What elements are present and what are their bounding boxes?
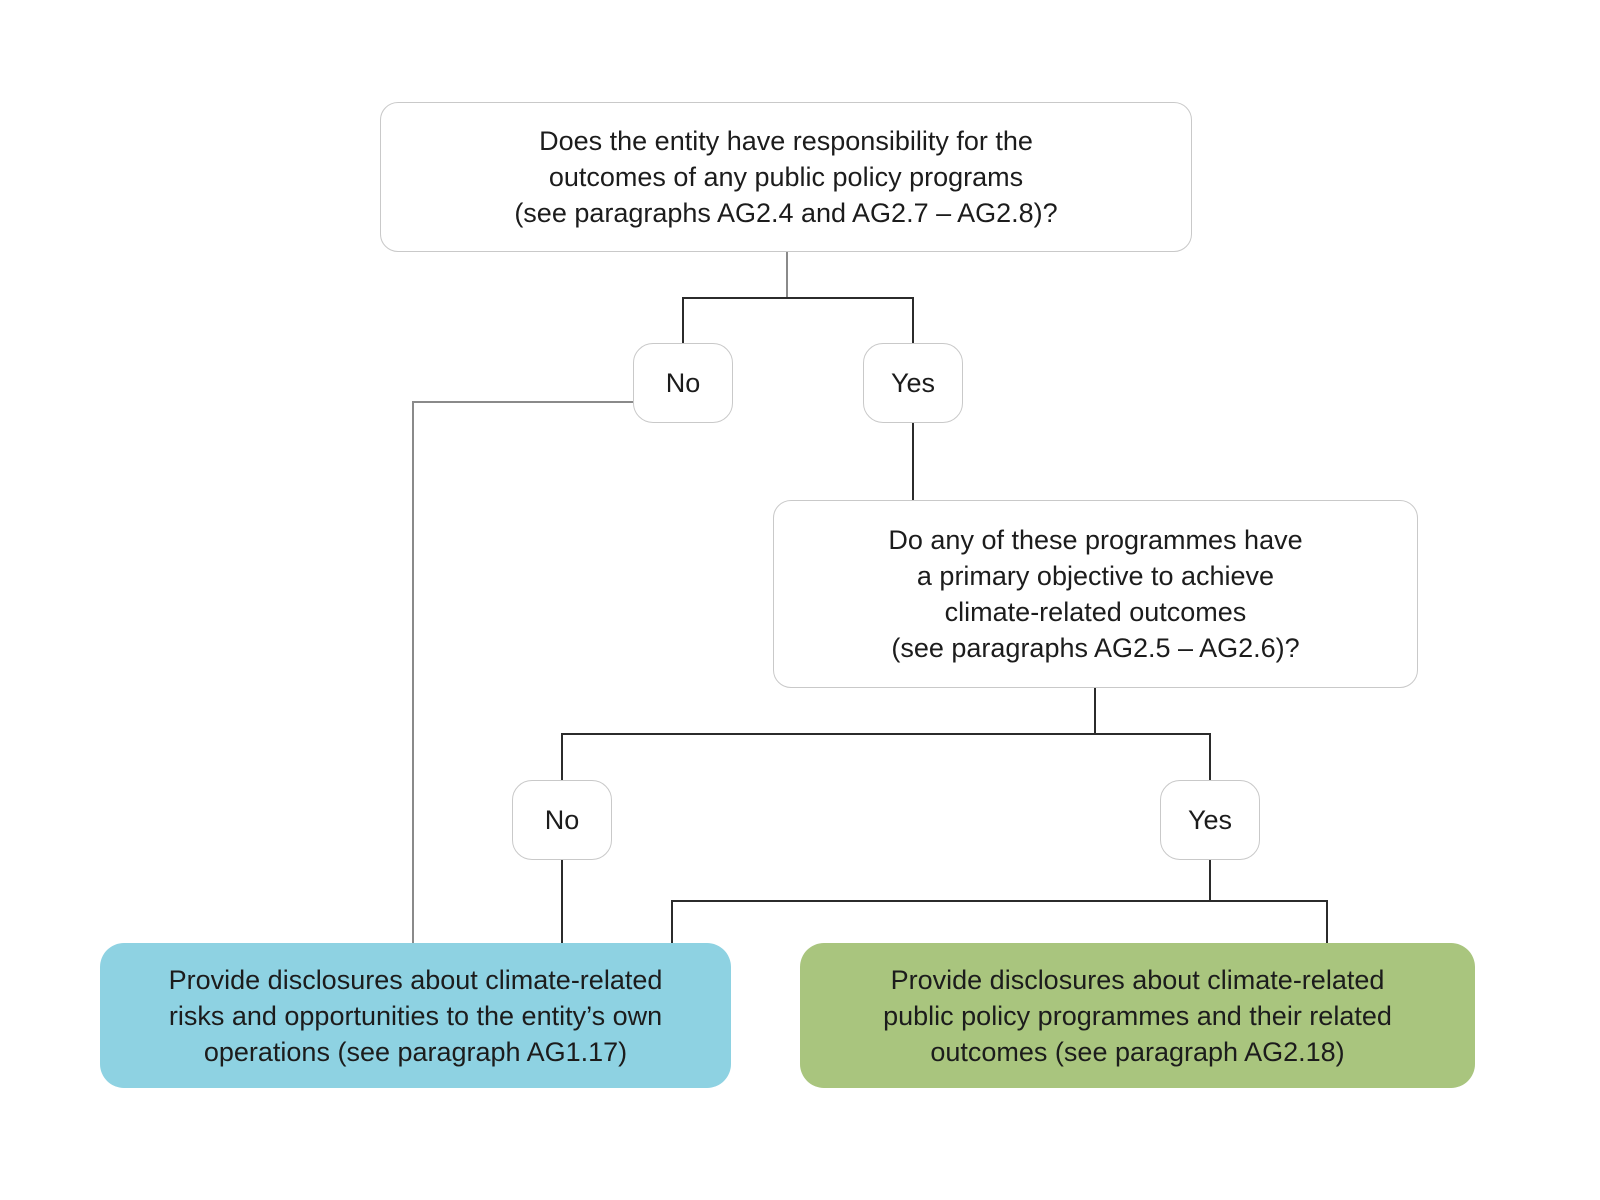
connector-no1-to-left	[412, 401, 633, 403]
outcome-box-own-operations: Provide disclosures about climate-relate…	[100, 943, 731, 1088]
question-line: outcomes of any public policy programs	[548, 162, 1024, 192]
connector-yes2-to-green-box	[1326, 900, 1328, 944]
answer-label: No	[665, 367, 701, 398]
answer-label: No	[544, 804, 580, 835]
question-box-climate-primary-objective: Do any of these programmes have a primar…	[773, 500, 1418, 688]
question-line: Does the entity have responsibility for …	[539, 126, 1033, 156]
question-line: Do any of these programmes have	[888, 525, 1303, 555]
answer-box-q1-yes: Yes	[863, 343, 963, 423]
outcome-line: public policy programmes and their relat…	[883, 1000, 1392, 1031]
connector-q1-no-drop	[682, 297, 684, 344]
outcome-box-public-policy-programmes: Provide disclosures about climate-relate…	[800, 943, 1475, 1088]
question-line: climate-related outcomes	[944, 597, 1247, 627]
connector-q2-branch	[561, 733, 1211, 735]
question-box-public-policy-responsibility: Does the entity have responsibility for …	[380, 102, 1192, 252]
connector-q1-yes-drop	[912, 297, 914, 344]
connector-no2-to-blue-box	[561, 860, 563, 944]
outcome-line: risks and opportunities to the entity’s …	[168, 1000, 663, 1031]
answer-box-q2-no: No	[512, 780, 612, 860]
question-line: (see paragraphs AG2.5 – AG2.6)?	[891, 633, 1300, 663]
outcome-line: Provide disclosures about climate-relate…	[168, 964, 663, 995]
question-line: a primary objective to achieve	[916, 561, 1275, 591]
answer-label: Yes	[1187, 804, 1233, 835]
connector-q2-stem	[1094, 688, 1096, 735]
connector-yes1-to-q2	[912, 423, 914, 501]
connector-q1-stem	[786, 252, 788, 299]
connector-yes2-branch	[671, 900, 1328, 902]
answer-label: Yes	[890, 367, 936, 398]
connector-q2-yes-drop	[1209, 733, 1211, 781]
answer-box-q1-no: No	[633, 343, 733, 423]
connector-q2-no-drop	[561, 733, 563, 781]
connector-yes2-to-blue-box	[671, 900, 673, 944]
outcome-line: outcomes (see paragraph AG2.18)	[930, 1036, 1345, 1067]
connector-no1-to-blue-box	[412, 401, 414, 944]
question-line: (see paragraphs AG2.4 and AG2.7 – AG2.8)…	[514, 198, 1058, 228]
connector-q1-branch	[682, 297, 914, 299]
answer-box-q2-yes: Yes	[1160, 780, 1260, 860]
outcome-line: Provide disclosures about climate-relate…	[890, 964, 1385, 995]
outcome-line: operations (see paragraph AG1.17)	[203, 1036, 628, 1067]
connector-yes2-stem	[1209, 860, 1211, 902]
